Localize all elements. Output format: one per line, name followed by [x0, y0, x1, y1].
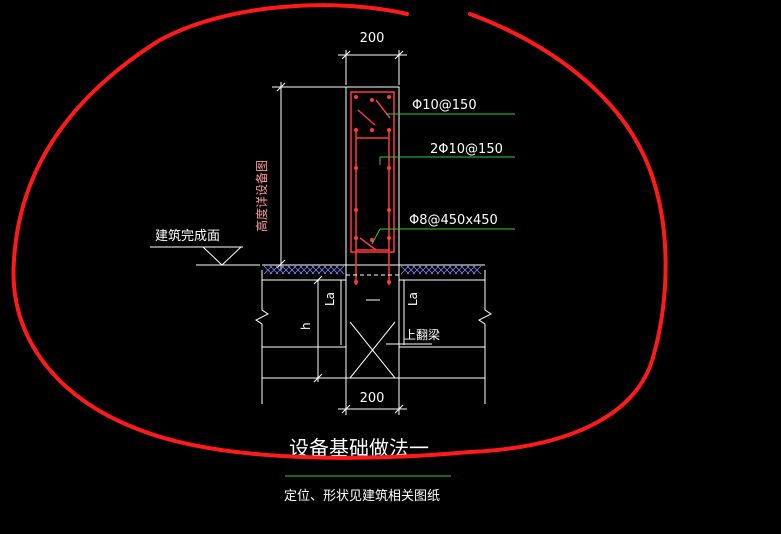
bottom-dimension-text: 200 — [360, 391, 385, 406]
rebar-callout-2: 2Φ10@150 — [430, 142, 503, 157]
rebar-callout-1: Φ10@150 — [412, 98, 477, 113]
rebar-dots — [354, 95, 391, 284]
top-dimension — [338, 50, 407, 85]
la-label-left: La — [323, 292, 337, 306]
floor-symbol — [150, 246, 260, 266]
top-dimension-text: 200 — [360, 31, 385, 46]
floor-label: 建筑完成面 — [155, 228, 220, 244]
slab-hatch — [263, 265, 482, 275]
upturned-beam — [262, 265, 485, 379]
bottom-dimension — [338, 378, 407, 415]
h-label: h — [299, 322, 313, 330]
leader-lines — [371, 113, 515, 245]
anchorage-lines — [340, 280, 405, 345]
height-note: 高度详设备图 — [254, 160, 269, 232]
red-markup-circle — [11, 3, 668, 460]
h-dimension — [313, 275, 323, 383]
column-outline — [345, 86, 400, 266]
beam-label: 上翻梁 — [404, 327, 440, 342]
la-label-right: La — [406, 292, 420, 306]
height-dimension — [272, 82, 346, 270]
slab-lines — [262, 264, 485, 281]
drawing-subtitle: 定位、形状见建筑相关图纸 — [284, 488, 440, 504]
column-rebar-cage — [350, 91, 395, 285]
rebar-callout-3: Φ8@450x450 — [409, 213, 498, 228]
break-lines — [255, 270, 492, 404]
